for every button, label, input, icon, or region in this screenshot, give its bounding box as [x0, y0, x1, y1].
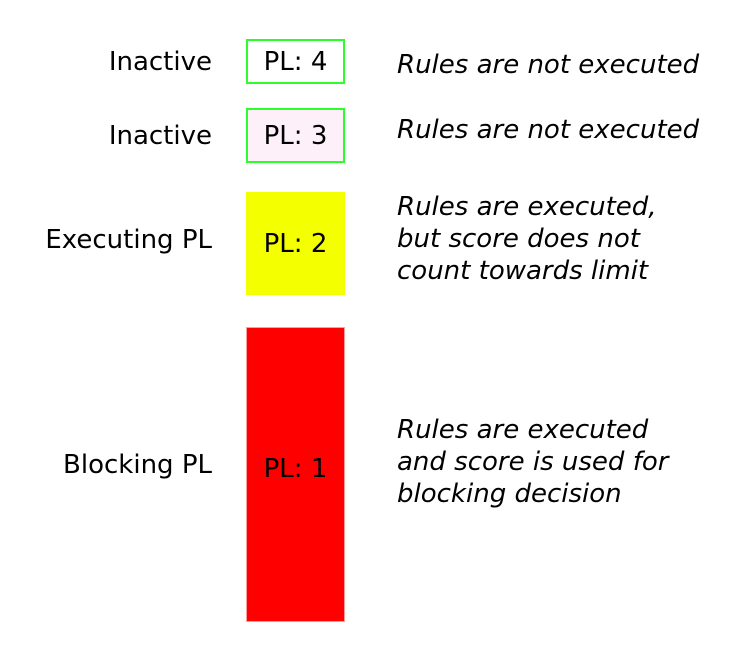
pl3-description: Rules are not executed — [397, 114, 699, 146]
description-line: but score does not — [397, 224, 640, 254]
label-executing-pl: Executing PL — [45, 225, 212, 255]
description-line: and score is used for — [397, 447, 669, 477]
pl1-description: Rules are executed and score is used for… — [397, 414, 668, 510]
pl2-box-label: PL: 2 — [263, 228, 328, 259]
pl3-box: PL: 3 — [246, 108, 345, 163]
description-line: Rules are executed — [397, 415, 649, 445]
label-inactive-pl4: Inactive — [108, 47, 212, 77]
pl4-description: Rules are not executed — [397, 49, 699, 81]
pl3-box-label: PL: 3 — [263, 120, 328, 151]
label-blocking-pl: Blocking PL — [63, 450, 212, 480]
pl2-description: Rules are executed, but score does not c… — [397, 191, 657, 287]
description-line: Rules are executed, — [397, 192, 657, 222]
pl1-box: PL: 1 — [246, 327, 345, 622]
pl2-box: PL: 2 — [246, 192, 345, 295]
description-line: blocking decision — [397, 479, 622, 509]
label-inactive-pl3: Inactive — [108, 121, 212, 151]
description-line: Rules are not executed — [397, 50, 700, 80]
description-line: Rules are not executed — [397, 115, 700, 145]
description-line: count towards limit — [397, 256, 649, 286]
pl4-box: PL: 4 — [246, 39, 345, 84]
pl4-box-label: PL: 4 — [263, 46, 328, 77]
pl1-box-label: PL: 1 — [263, 453, 328, 484]
